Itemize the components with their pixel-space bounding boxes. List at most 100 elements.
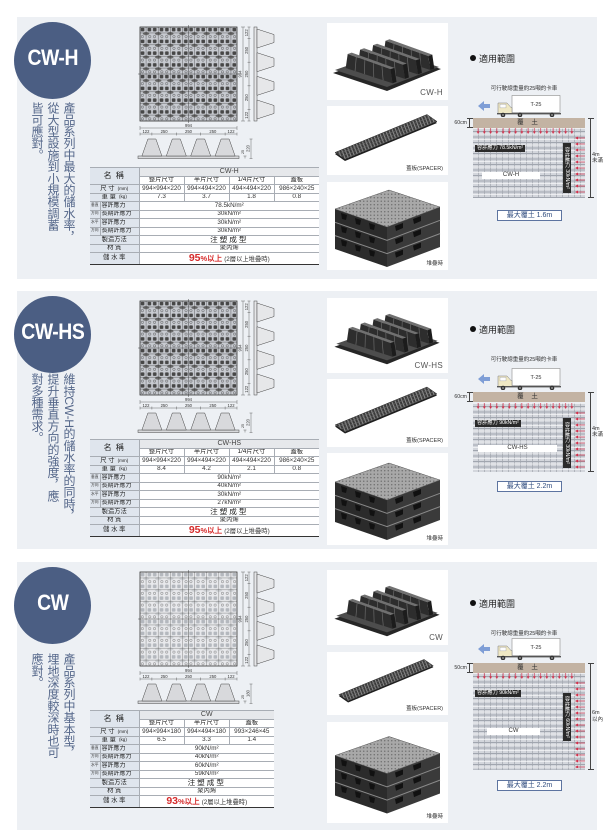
- stress-value: 40kN/m²: [138, 752, 274, 762]
- depth-segment-label: 250: [244, 46, 249, 54]
- weight-label: 重 量: [101, 736, 116, 744]
- product-photo: 蓋板(SPACER): [327, 379, 448, 447]
- section-profile: [137, 412, 240, 433]
- model-name: CW-HS: [138, 439, 319, 449]
- product-photo: 蓋板(SPACER): [327, 106, 448, 175]
- material-row: 材 質聚丙烯: [90, 786, 274, 797]
- diagram-title: 適用範圍: [470, 323, 515, 336]
- ratio-note: (2層以上堆疊時): [224, 528, 270, 536]
- diagram-title-text: 適用範圍: [479, 325, 516, 335]
- column-header: 半片尺寸: [183, 718, 230, 728]
- diagram-title-text: 適用範圍: [479, 54, 516, 64]
- method-row: 製造方法注塑成型: [90, 235, 319, 245]
- size-value: 494×494×220: [228, 184, 275, 194]
- width-segment-label: 250: [185, 403, 193, 408]
- stress-label: 長期許應力: [99, 481, 140, 491]
- column-header: 半片尺寸: [183, 447, 230, 457]
- name-label: 名 稱: [90, 439, 140, 457]
- column-header: 蓋板: [228, 718, 274, 728]
- weight-unit: (kg): [118, 194, 127, 200]
- spacer-plate-image: [334, 386, 438, 434]
- width-total-label: 994: [185, 397, 193, 402]
- direction-arrow-icon: [478, 644, 490, 654]
- photo-caption: 蓋板(SPACER): [406, 706, 443, 712]
- depth-segment-label: 250: [244, 639, 249, 647]
- depth-label: 4m 未滿: [592, 426, 603, 439]
- width-segment-label: 250: [161, 674, 169, 679]
- diagram-title: 適用範圍: [470, 597, 515, 610]
- model-name: CW-H: [138, 167, 319, 177]
- weight-value: 1.8: [228, 192, 275, 202]
- description-line: 從大型設施到小規模調蓄: [46, 102, 60, 231]
- size-value: 994×494×220: [183, 456, 230, 466]
- stress-direction: 方向: [90, 481, 101, 491]
- side-view: [253, 26, 275, 122]
- stress-direction: 水平: [90, 490, 101, 500]
- depth-total-label: 994: [238, 615, 243, 623]
- size-value: 993×246×45: [228, 727, 274, 737]
- description-line: 應對。: [30, 653, 44, 689]
- cover-depth-bracket: [467, 118, 473, 128]
- soil-label: 覆 土: [517, 119, 541, 126]
- side-view: [253, 571, 275, 667]
- product-photo: 蓋板(SPACER): [327, 652, 448, 715]
- section-profile: [137, 683, 240, 704]
- name-label: 名 稱: [90, 167, 140, 185]
- stress-direction: 水平: [90, 218, 101, 228]
- stress-label: 容許應力: [99, 473, 140, 483]
- description-line: 皆可應對。: [30, 102, 44, 161]
- diagram-title: 適用範圍: [470, 52, 515, 65]
- photo-caption: CW-HS: [414, 361, 443, 370]
- truck-label: T-25: [530, 102, 541, 108]
- stacked-crates-image: [334, 736, 441, 814]
- storage-ratio-value: 95%以上(2層以上堆疊時): [138, 252, 319, 266]
- photo-caption: 蓋板(SPACER): [406, 438, 443, 444]
- height-dimension: [243, 412, 253, 433]
- height-dimension: [243, 138, 253, 159]
- depth-dimension: [241, 300, 251, 396]
- stress-direction: 方向: [90, 226, 101, 236]
- width-segment-label: 250: [161, 129, 169, 134]
- size-value: 994×494×180: [183, 727, 230, 737]
- weight-value: 2.1: [228, 464, 275, 474]
- weight-label: 重 量: [101, 193, 116, 201]
- material-label: 材 質: [90, 786, 140, 797]
- column-header: 整片尺寸: [138, 175, 185, 185]
- weight-label-cell: 重 量(kg): [90, 464, 140, 474]
- cover-depth-label: 60cm: [454, 120, 467, 126]
- stress-value: 30kN/m²: [138, 226, 319, 236]
- description-line: 埋地深度較深時也可: [46, 653, 60, 759]
- stress-value: 27kN/m²: [138, 498, 319, 508]
- soil-cover-layer: 覆 土: [473, 392, 585, 402]
- base-thickness-label: 25: [241, 424, 245, 428]
- size-label: 尺 寸: [100, 727, 115, 735]
- vertical-stress-label: 容許應力 78.5kN/m²: [475, 145, 526, 152]
- size-unit: (mm): [117, 185, 129, 191]
- ratio-suffix: %以上: [200, 526, 223, 536]
- spacer-plate-image: [334, 114, 438, 161]
- weight-value: 4.2: [183, 464, 230, 474]
- storage-ratio-value: 95%以上(2層以上堆疊時): [138, 524, 319, 538]
- stress-value: 60kN/m²: [138, 761, 274, 771]
- storage-crate-image: [333, 38, 441, 91]
- ratio-suffix: %以上: [200, 254, 223, 264]
- stress-value: 78.5kN/m²: [138, 201, 319, 211]
- plan-view: [138, 299, 239, 397]
- stress-label: 長期許應力: [99, 752, 140, 762]
- product-badge-label: CW-HS: [20, 319, 85, 344]
- size-value: 994×994×180: [138, 727, 185, 737]
- photo-caption: 蓋板(SPACER): [406, 166, 443, 172]
- depth-segment-label: 122: [244, 385, 249, 393]
- method-value: 注塑成型: [138, 778, 274, 788]
- depth-segment-label: 250: [244, 591, 249, 599]
- method-label: 製造方法: [90, 778, 140, 788]
